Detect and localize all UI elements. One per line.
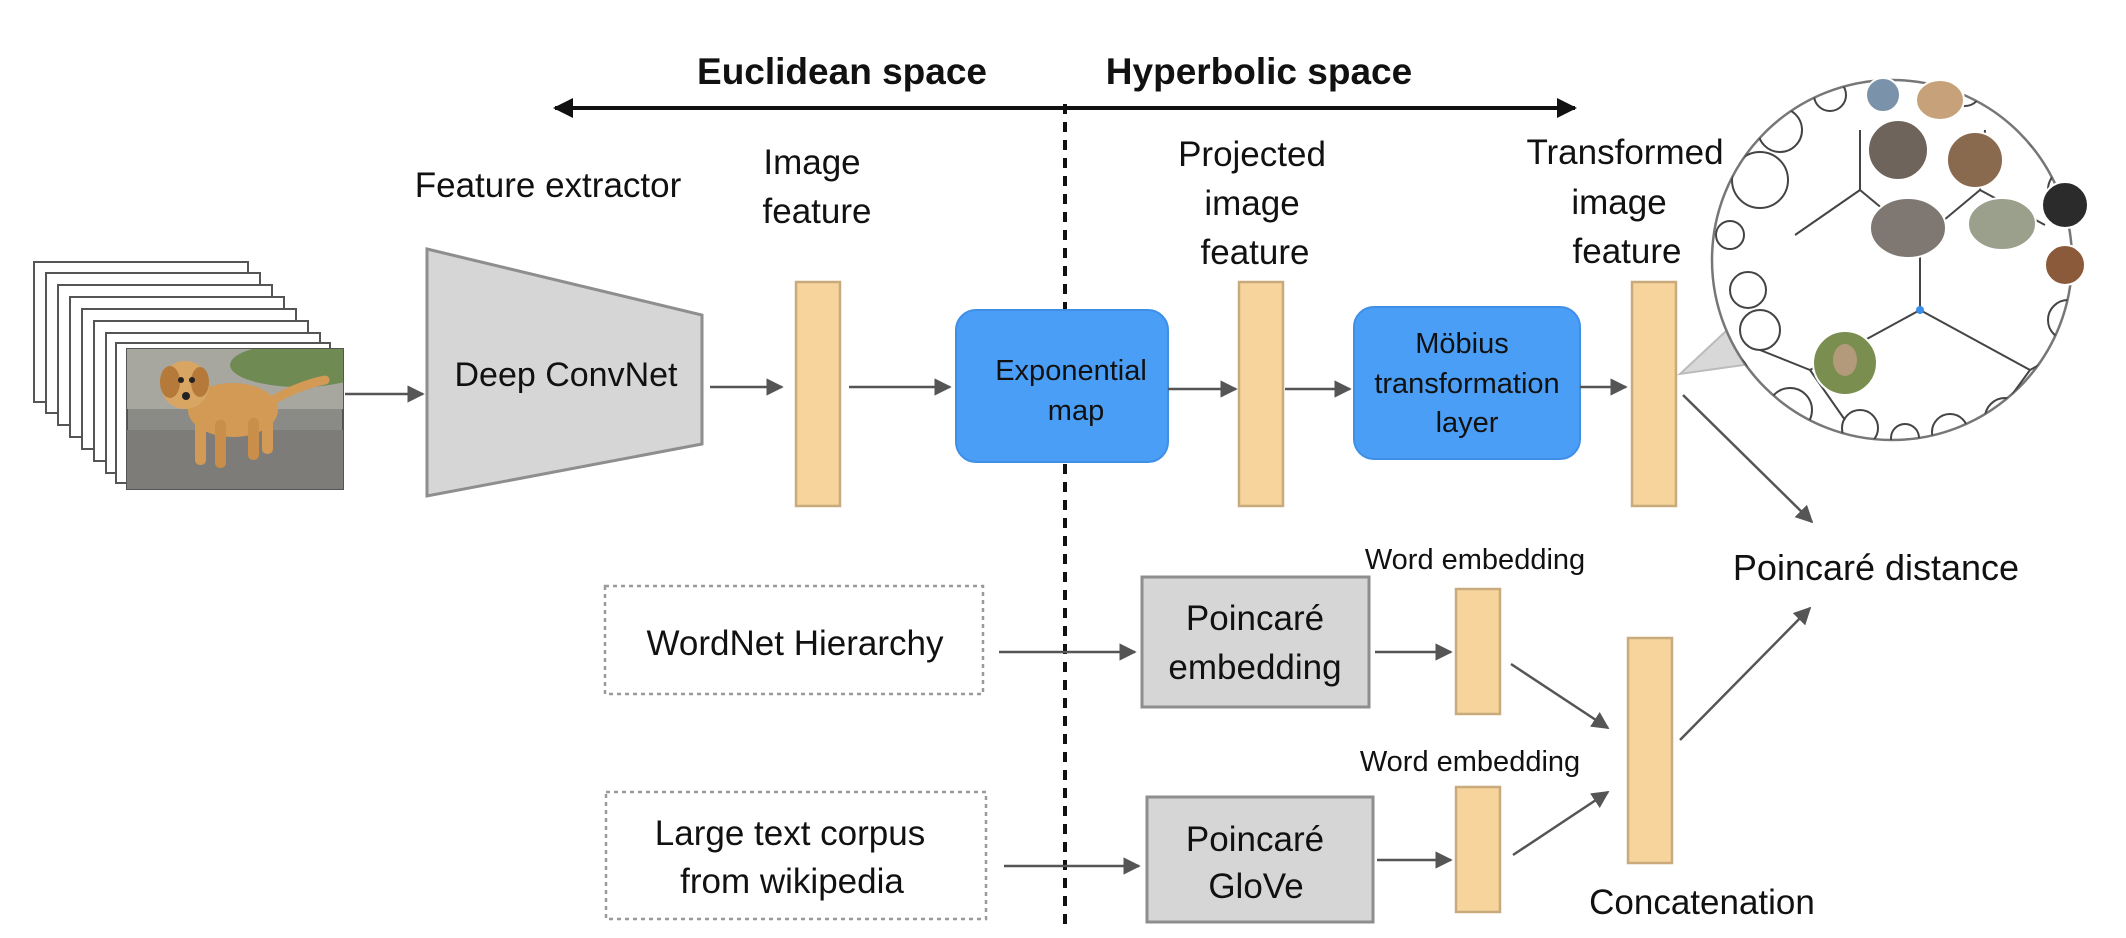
transformed-feature-label-3: feature bbox=[1573, 232, 1682, 271]
concatenation-bar bbox=[1626, 636, 1674, 865]
transformed-feature-bar bbox=[1630, 280, 1678, 508]
poincare-distance-label: Poincaré distance bbox=[1733, 547, 2019, 588]
concatenation-label: Concatenation bbox=[1589, 883, 1815, 922]
text-corpus-label-2: from wikipedia bbox=[680, 862, 904, 901]
mobius-label-1: Möbius bbox=[1415, 328, 1509, 360]
hyperbolic-space-label: Hyperbolic space bbox=[1106, 51, 1412, 92]
poincare-disk bbox=[1710, 77, 2089, 442]
wordnet-hierarchy-label: WordNet Hierarchy bbox=[647, 624, 944, 663]
text-corpus-label-1: Large text corpus bbox=[655, 814, 925, 853]
image-feature-label-1: Image bbox=[763, 143, 860, 182]
transformed-feature-label-2: image bbox=[1571, 183, 1666, 222]
mobius-label-2: transformation bbox=[1374, 368, 1559, 400]
euclidean-space-label: Euclidean space bbox=[697, 51, 987, 92]
arrow-word-embedding-bottom-to-concat bbox=[1512, 790, 1610, 857]
wordnet-hierarchy-box bbox=[603, 584, 985, 696]
word-embedding-bottom-bar bbox=[1454, 785, 1502, 914]
deep-convnet-block bbox=[425, 247, 704, 498]
exponential-map-label-1: Exponential bbox=[995, 355, 1147, 387]
poincare-embedding-block bbox=[1140, 575, 1371, 709]
feature-extractor-label: Feature extractor bbox=[415, 166, 682, 205]
word-embedding-top-label: Word embedding bbox=[1365, 544, 1585, 576]
text-corpus-box bbox=[604, 790, 988, 921]
projected-feature-label-1: Projected bbox=[1178, 135, 1326, 174]
image-feature-bar bbox=[794, 280, 842, 508]
exponential-map-label-2: map bbox=[1048, 395, 1104, 427]
mobius-label-3: layer bbox=[1436, 407, 1499, 439]
poincare-glove-label-2: GloVe bbox=[1208, 867, 1303, 906]
dog-photo bbox=[126, 348, 344, 490]
animal-thumbnails bbox=[1812, 77, 2089, 396]
poincare-glove-block bbox=[1145, 795, 1375, 924]
image-feature-label-2: feature bbox=[763, 192, 872, 231]
projected-feature-bar bbox=[1237, 280, 1285, 508]
word-embedding-bottom-label: Word embedding bbox=[1360, 746, 1580, 778]
projected-feature-label-3: feature bbox=[1201, 233, 1310, 272]
poincare-embedding-label-1: Poincaré bbox=[1186, 599, 1324, 638]
exponential-map-block bbox=[955, 309, 1169, 463]
arrow-word-embedding-top-to-concat bbox=[1510, 662, 1610, 730]
poincare-glove-label-1: Poincaré bbox=[1186, 820, 1324, 859]
poincare-embedding-label-2: embedding bbox=[1168, 648, 1341, 687]
deep-convnet-label: Deep ConvNet bbox=[454, 356, 678, 394]
arrow-concat-to-distance bbox=[1679, 606, 1812, 741]
projected-feature-label-2: image bbox=[1204, 184, 1299, 223]
arrow-transformed-to-distance bbox=[1682, 394, 1814, 524]
word-embedding-top-bar bbox=[1454, 587, 1502, 716]
mobius-layer-block bbox=[1353, 306, 1581, 460]
transformed-feature-label-1: Transformed bbox=[1526, 133, 1723, 172]
